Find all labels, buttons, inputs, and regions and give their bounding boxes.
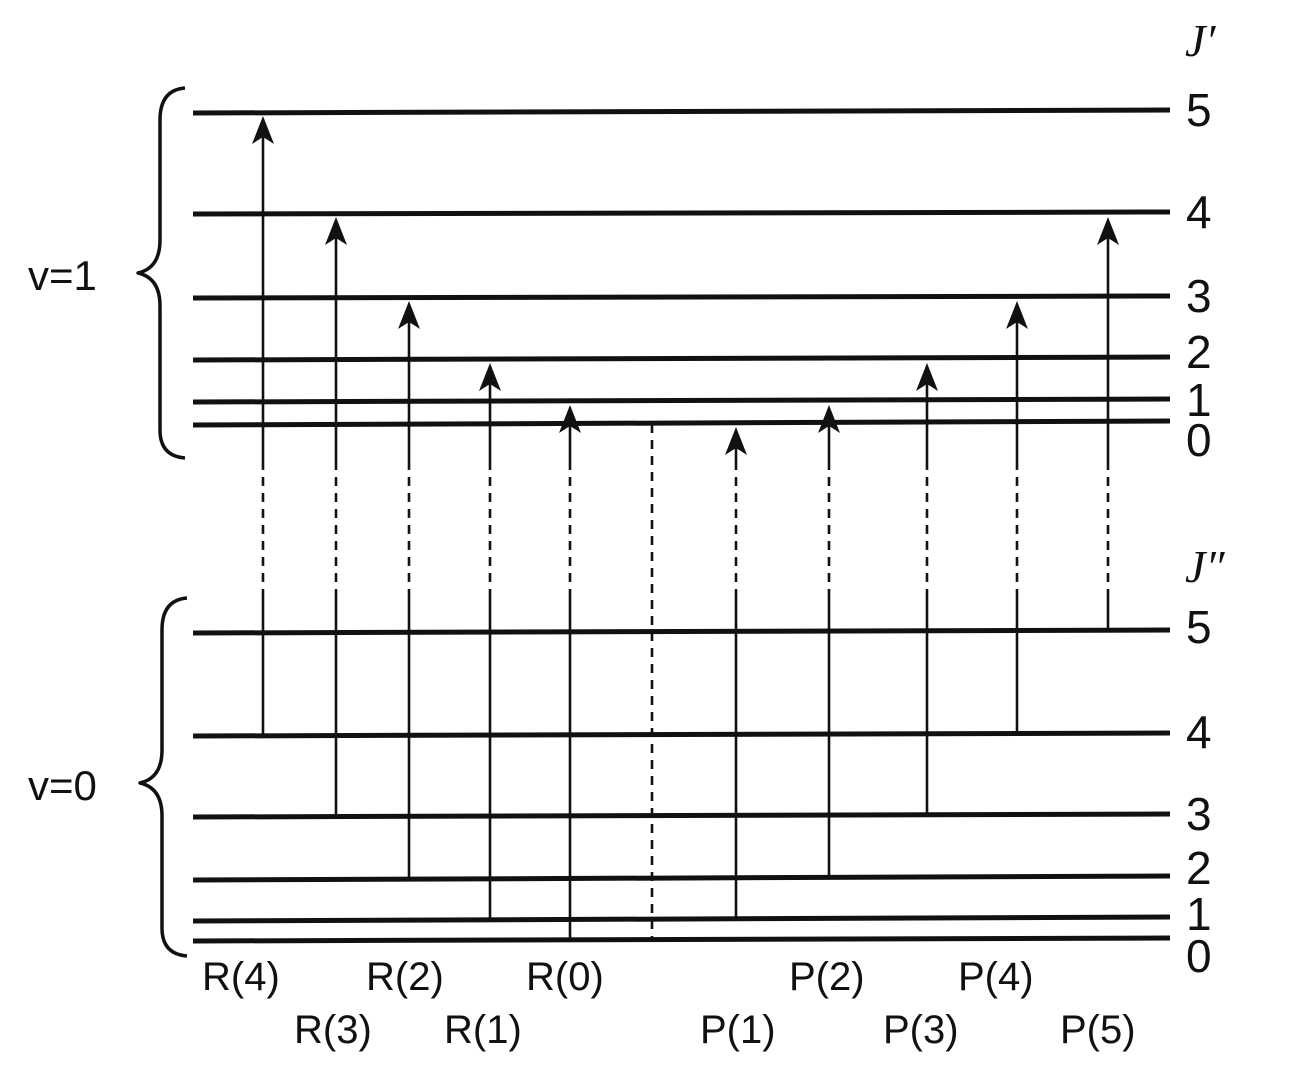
lower-vibrational-brace	[138, 596, 188, 958]
lower-level-1	[192, 914, 1171, 924]
upper-level-3	[192, 293, 1171, 301]
upper-level-label-1: 1	[1186, 374, 1212, 426]
transition-p4-arrowhead	[1006, 301, 1028, 329]
transition-label-r4: R(4)	[202, 955, 280, 999]
transition-label-r2: R(2)	[366, 955, 444, 999]
upper-level-2	[192, 354, 1171, 363]
upper-level-label-0: 0	[1186, 414, 1212, 466]
upper-level-label-4: 4	[1186, 186, 1212, 238]
transition-arrows	[252, 116, 1119, 940]
transition-p1-arrowhead	[725, 427, 747, 455]
upper-level-label-3: 3	[1186, 270, 1212, 322]
transition-r4-arrowhead	[252, 116, 274, 144]
upper-level-5	[192, 107, 1171, 116]
lower-level-label-2: 2	[1186, 842, 1212, 894]
transition-r4	[252, 116, 274, 735]
transition-label-r3: R(3)	[294, 1008, 372, 1052]
transition-label-p1: P(1)	[700, 1008, 776, 1052]
lower-level-4	[192, 730, 1171, 739]
lower-level-5	[192, 627, 1171, 636]
lower-level-2	[192, 873, 1171, 883]
transition-r1	[479, 363, 501, 919]
upper-level-1	[192, 396, 1171, 405]
transition-label-p2: P(2)	[789, 955, 865, 999]
lower-level-label-3: 3	[1186, 788, 1212, 840]
lower-level-label-1: 1	[1186, 888, 1212, 940]
upper-vibrational-label: v=1	[28, 252, 97, 299]
transition-r0-arrowhead	[559, 405, 581, 433]
transition-label-r0: R(0)	[526, 955, 604, 999]
lower-levels	[192, 627, 1171, 944]
transition-p2	[818, 405, 840, 878]
transition-p5	[1097, 217, 1119, 632]
upper-levels	[192, 107, 1171, 428]
lower-level-0	[192, 935, 1171, 944]
transition-r1-arrowhead	[479, 363, 501, 391]
upper-level-4	[192, 209, 1171, 217]
upper-rotational-symbol: J′	[1185, 15, 1216, 66]
upper-level-0	[192, 418, 1171, 428]
transition-labels: R(4) R(3) R(2) R(1) R(0) P(1) P(2) P(3) …	[202, 955, 1136, 1052]
lower-level-label-5: 5	[1186, 601, 1212, 653]
transition-p4	[1006, 301, 1028, 735]
transition-label-p5: P(5)	[1060, 1008, 1136, 1052]
transition-p3	[916, 363, 938, 816]
transition-r2-arrowhead	[398, 301, 420, 329]
transition-p3-arrowhead	[916, 363, 938, 391]
transition-r0	[559, 405, 581, 940]
transition-label-p4: P(4)	[958, 955, 1034, 999]
lower-vibrational-label: v=0	[28, 762, 97, 809]
lower-level-label-0: 0	[1186, 930, 1212, 982]
upper-level-label-2: 2	[1186, 326, 1212, 378]
transition-p5-arrowhead	[1097, 217, 1119, 245]
lower-rotational-symbol: J″	[1185, 541, 1225, 592]
lower-level-label-4: 4	[1186, 706, 1212, 758]
transition-label-p3: P(3)	[883, 1008, 959, 1052]
transition-p1	[725, 427, 747, 919]
transition-label-r1: R(1)	[444, 1008, 522, 1052]
upper-level-label-5: 5	[1186, 84, 1212, 136]
transition-p2-arrowhead	[818, 405, 840, 433]
upper-vibrational-brace	[136, 86, 186, 460]
transition-r3-arrowhead	[325, 217, 347, 245]
transition-r2	[398, 301, 420, 878]
transition-r3	[325, 217, 347, 816]
lower-level-3	[192, 811, 1171, 820]
